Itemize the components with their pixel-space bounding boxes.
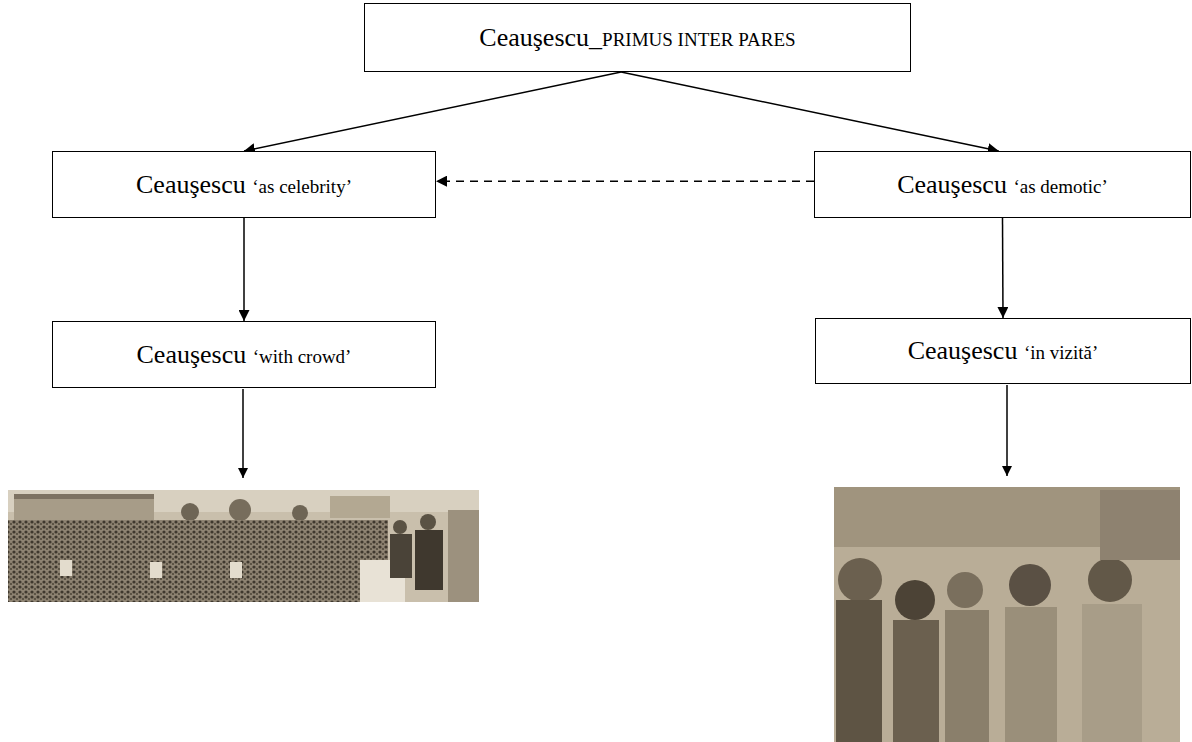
label-box: Ceauşescu_PRIMUS INTER PARES — [364, 3, 911, 72]
visit-photo — [834, 487, 1180, 742]
node-label: Ceauşescu ‘as demotic’ — [897, 169, 1108, 200]
node-label: Ceauşescu ‘as celebrity’ — [136, 169, 352, 200]
connector-arrow — [621, 72, 999, 151]
label-box: Ceauşescu ‘as celebrity’ — [52, 151, 436, 218]
node-label: Ceauşescu_PRIMUS INTER PARES — [479, 22, 795, 53]
connector-arrow — [243, 218, 245, 321]
crowd-photo — [8, 490, 479, 602]
label-box: Ceauşescu ‘in vizită’ — [815, 318, 1191, 384]
photo-arrow — [242, 389, 244, 478]
label-box: Ceauşescu ‘with crowd’ — [52, 321, 436, 388]
label-box: Ceauşescu ‘as demotic’ — [814, 151, 1191, 218]
connector-arrow — [244, 72, 621, 151]
node-label: Ceauşescu ‘with crowd’ — [137, 339, 352, 370]
connector-arrow — [436, 180, 814, 182]
node-label: Ceauşescu ‘in vizită’ — [908, 335, 1099, 366]
photo-arrow — [1006, 385, 1008, 476]
connector-arrow — [1002, 218, 1004, 318]
